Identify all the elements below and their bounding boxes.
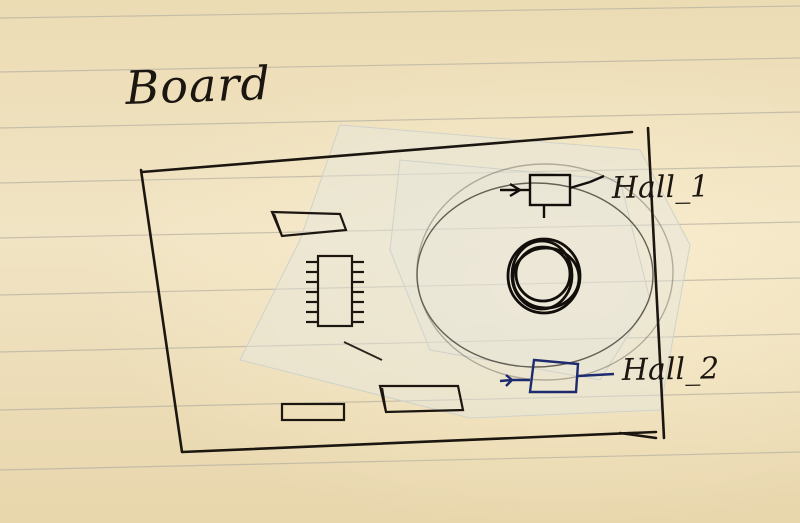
hall-1-label: Hall_1 xyxy=(611,169,710,206)
hall-2-label: Hall_2 xyxy=(621,351,720,388)
diagram-title: Board xyxy=(123,56,271,115)
component-bottom-left xyxy=(282,404,344,420)
